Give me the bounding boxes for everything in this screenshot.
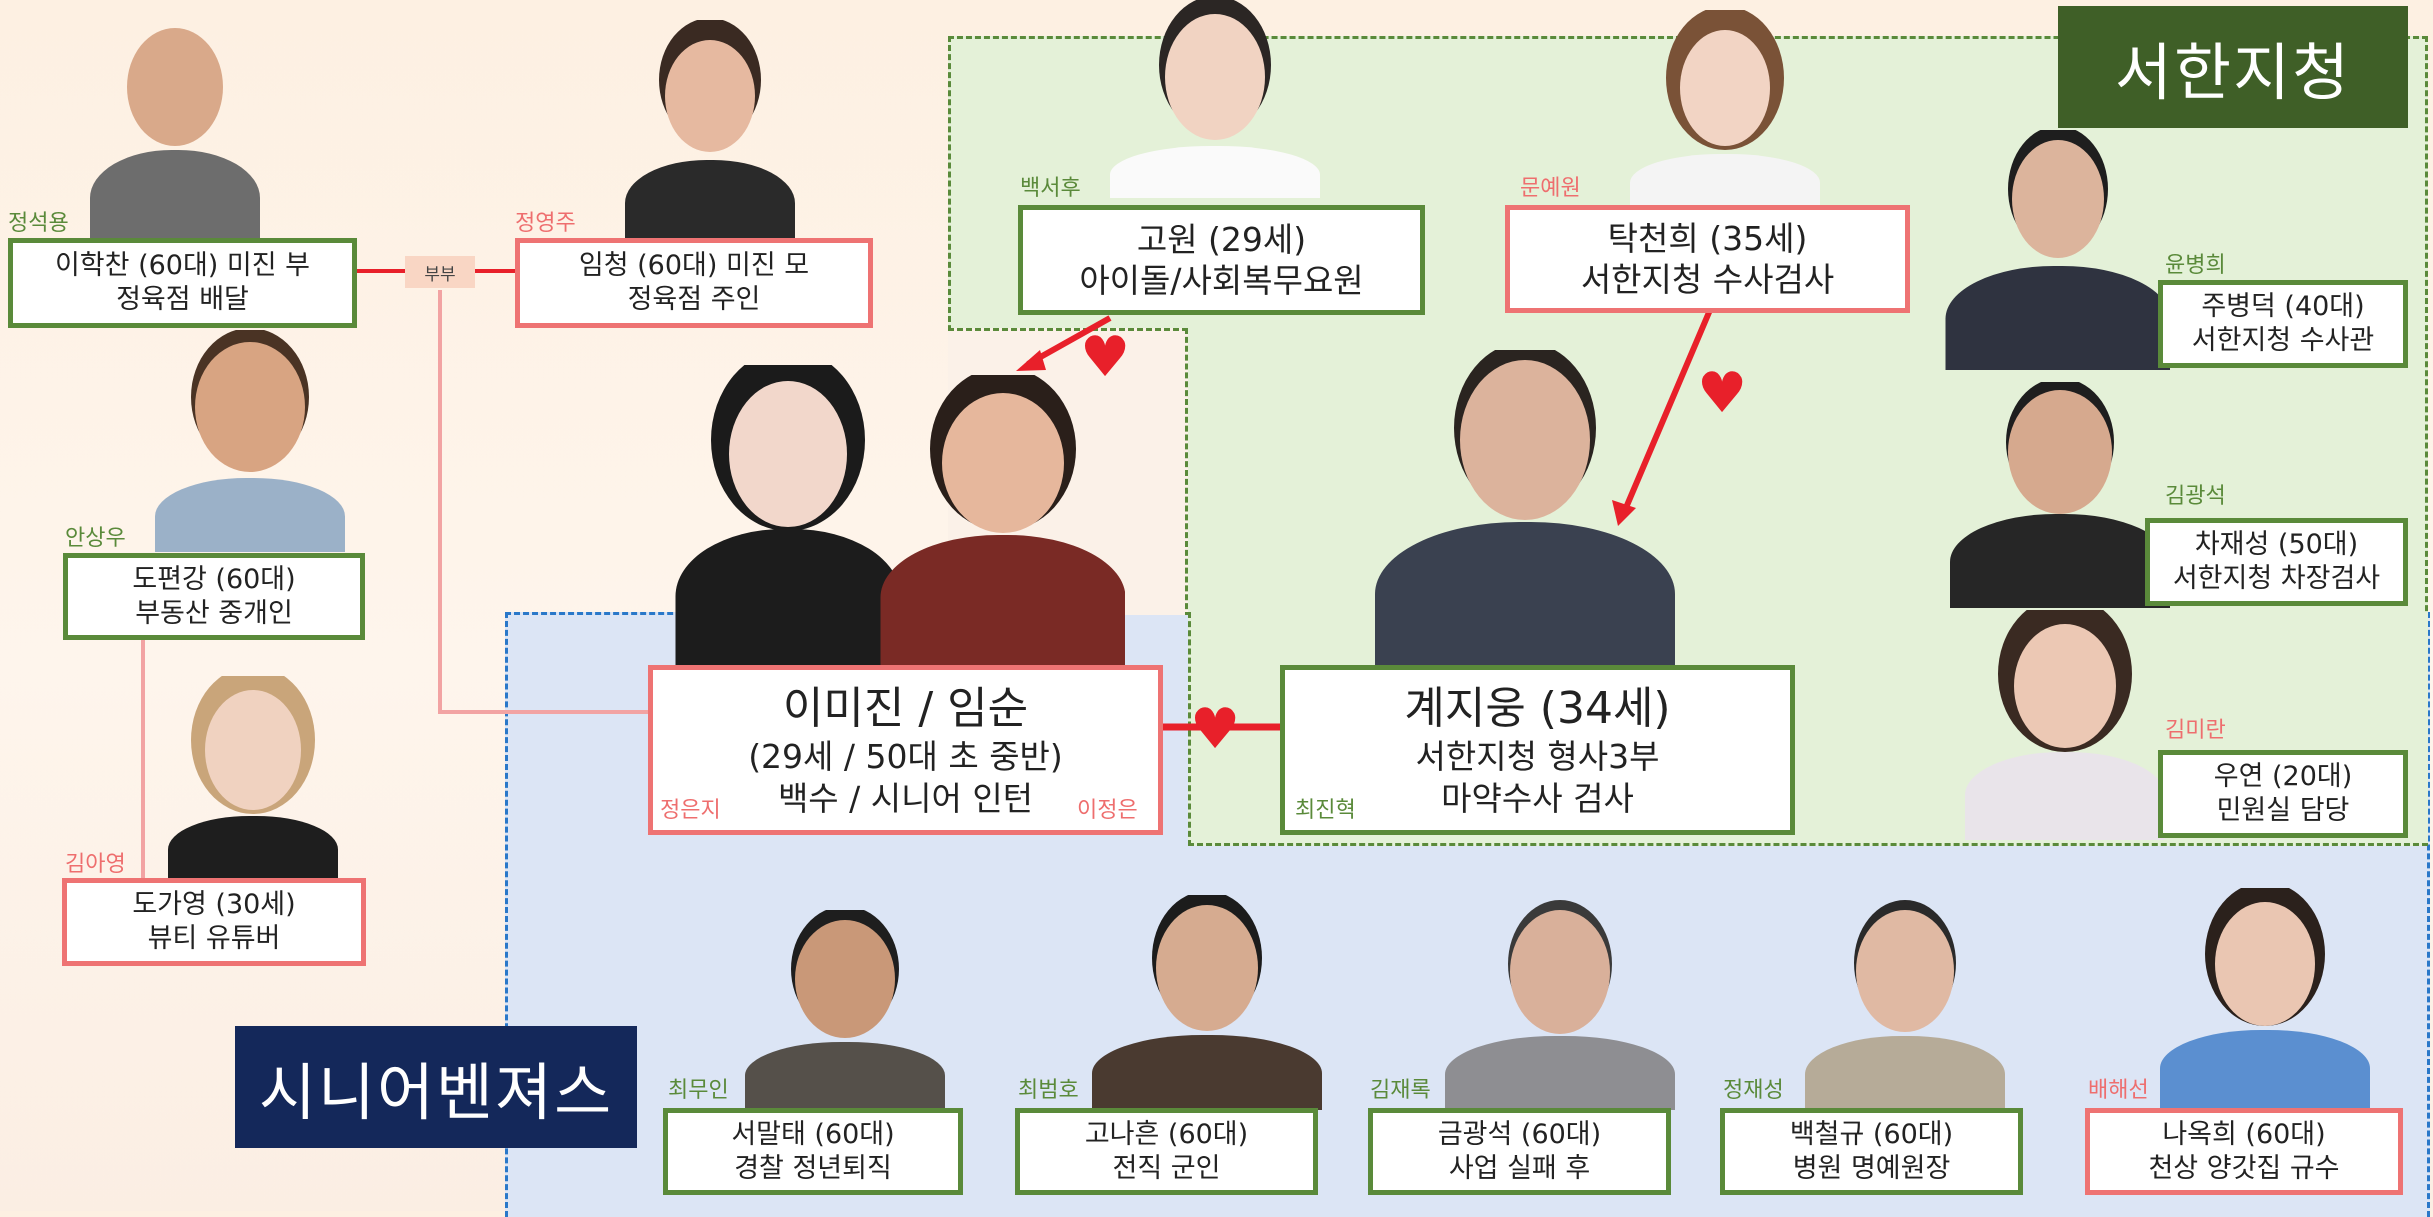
seo-role: 경찰 정년퇴직 <box>734 1152 892 1184</box>
seohan-group-label: 서한지청 <box>2114 36 2352 109</box>
parents-to-lead-line <box>438 290 650 714</box>
ju-photo <box>1945 130 2170 370</box>
cha-role: 서한지청 차장검사 <box>2172 563 2381 594</box>
woo-photo <box>1965 610 2165 840</box>
cha-actor: 김광석 <box>2165 484 2226 509</box>
dopyeon-role: 부동산 중개인 <box>135 597 293 629</box>
na-card: 나옥희 (60대) 천상 양갓집 규수 <box>2085 1108 2403 1195</box>
gye-role2: 마약수사 검사 <box>1441 778 1634 818</box>
baek-role: 병원 명예원장 <box>1792 1152 1951 1184</box>
senior-group-label: 시니어벤져스 <box>258 1056 614 1129</box>
na-name: 나옥희 (60대) <box>2162 1118 2326 1150</box>
lead-actor-right: 이정은 <box>1077 798 1138 823</box>
ju-actor: 윤병희 <box>2165 253 2226 278</box>
heart-icon-tak: ♥ <box>1697 361 1748 426</box>
go-actor: 최범호 <box>1018 1078 1079 1103</box>
tak-role: 서한지청 수사검사 <box>1580 260 1835 299</box>
geum-actor: 김재록 <box>1370 1078 1431 1103</box>
father-photo <box>90 20 260 238</box>
couple-badge: 부부 <box>405 256 475 288</box>
lead-left-photo <box>675 365 900 665</box>
baek-card: 백철규 (60대) 병원 명예원장 <box>1720 1108 2023 1195</box>
woo-role: 민원실 담당 <box>2216 795 2350 826</box>
na-role: 천상 양갓집 규수 <box>2148 1152 2340 1184</box>
heart-icon-gowon: ♥ <box>1080 325 1131 390</box>
cha-name: 차재성 (50대) <box>2194 529 2359 561</box>
doga-actor: 김아영 <box>65 852 126 877</box>
gowon-photo <box>1110 0 1320 198</box>
heart-icon-lead: ♥ <box>1190 697 1241 762</box>
baek-name: 백철규 (60대) <box>1789 1118 1954 1150</box>
gye-name: 계지웅 (34세) <box>1404 683 1671 735</box>
doga-role: 뷰티 유튜버 <box>147 923 281 954</box>
geum-name: 금광석 (60대) <box>1437 1118 1602 1150</box>
doga-card: 도가영 (30세) 뷰티 유튜버 <box>62 878 366 966</box>
ju-role: 서한지청 수사관 <box>2191 325 2375 356</box>
seohan-group-tag: 서한지청 <box>2058 6 2408 128</box>
na-photo <box>2160 888 2370 1110</box>
woo-card: 우연 (20대) 민원실 담당 <box>2158 750 2408 838</box>
baek-actor: 정재성 <box>1723 1078 1784 1103</box>
na-actor: 배해선 <box>2088 1078 2149 1103</box>
baek-photo <box>1805 900 2005 1110</box>
go-photo <box>1092 895 1322 1110</box>
gowon-card: 고원 (29세) 아이돌/사회복무요원 <box>1018 205 1425 315</box>
gowon-actor: 백서후 <box>1020 176 1081 201</box>
mother-photo <box>625 20 795 238</box>
seo-photo <box>745 910 945 1110</box>
lead-card: 이미진 / 임순 (29세 / 50대 초 중반) 백수 / 시니어 인턴 <box>648 665 1163 835</box>
gye-photo <box>1375 350 1675 665</box>
doga-photo <box>168 676 338 878</box>
seo-card: 서말태 (60대) 경찰 정년퇴직 <box>663 1108 963 1195</box>
ju-card: 주병덕 (40대) 서한지청 수사관 <box>2158 280 2408 368</box>
lead-right-photo <box>880 375 1125 665</box>
mother-actor: 정영주 <box>515 211 576 236</box>
couple-label: 부부 <box>424 264 456 285</box>
geum-card: 금광석 (60대) 사업 실패 후 <box>1368 1108 1671 1195</box>
woo-actor: 김미란 <box>2165 718 2226 743</box>
geum-role: 사업 실패 후 <box>1448 1152 1591 1184</box>
woo-name: 우연 (20대) <box>2213 761 2353 793</box>
cha-photo <box>1950 382 2170 608</box>
gowon-role: 아이돌/사회복무요원 <box>1079 261 1364 300</box>
lead-name: 이미진 / 임순 <box>782 683 1029 735</box>
go-card: 고나흔 (60대) 전직 군인 <box>1015 1108 1318 1195</box>
lead-role: 백수 / 시니어 인턴 <box>777 778 1034 818</box>
senior-group-tag: 시니어벤져스 <box>235 1026 637 1148</box>
father-name: 이학찬 (60대) 미진 부 <box>54 250 311 282</box>
cha-card: 차재성 (50대) 서한지청 차장검사 <box>2145 518 2408 606</box>
doga-name: 도가영 (30세) <box>132 889 296 921</box>
tak-arrowhead <box>1612 500 1636 526</box>
go-role: 전직 군인 <box>1112 1152 1221 1184</box>
lead-actor-left: 정은지 <box>660 798 721 823</box>
geum-photo <box>1445 900 1675 1110</box>
mother-name: 임청 (60대) 미진 모 <box>578 250 810 282</box>
seo-name: 서말태 (60대) <box>731 1118 895 1150</box>
go-name: 고나흔 (60대) <box>1084 1118 1249 1150</box>
tak-arrow-line <box>1622 308 1713 512</box>
gye-actor: 최진혁 <box>1295 798 1356 823</box>
tak-actor: 문예원 <box>1520 176 1581 201</box>
seo-actor: 최무인 <box>668 1078 729 1103</box>
father-actor: 정석용 <box>8 211 69 236</box>
dopyeon-actor: 안상우 <box>65 526 126 551</box>
tak-card: 탁천희 (35세) 서한지청 수사검사 <box>1505 205 1910 313</box>
father-role: 정육점 배달 <box>116 284 249 315</box>
ju-name: 주병덕 (40대) <box>2201 291 2365 323</box>
father-card: 이학찬 (60대) 미진 부 정육점 배달 <box>8 238 357 328</box>
gowon-name: 고원 (29세) <box>1136 219 1307 259</box>
mother-role: 정육점 주인 <box>627 284 761 315</box>
gowon-arrowhead <box>1016 350 1046 371</box>
mother-card: 임청 (60대) 미진 모 정육점 주인 <box>515 238 873 328</box>
tak-photo <box>1630 10 1820 205</box>
gye-card: 계지웅 (34세) 서한지청 형사3부 마약수사 검사 <box>1280 665 1795 835</box>
tak-name: 탁천희 (35세) <box>1607 218 1808 258</box>
dopyeon-name: 도편강 (60대) <box>132 563 296 595</box>
dopyeon-photo <box>155 330 345 552</box>
lead-age: (29세 / 50대 초 중반) <box>748 737 1063 777</box>
gye-role: 서한지청 형사3부 <box>1415 737 1660 777</box>
dopyeon-card: 도편강 (60대) 부동산 중개인 <box>63 553 365 640</box>
